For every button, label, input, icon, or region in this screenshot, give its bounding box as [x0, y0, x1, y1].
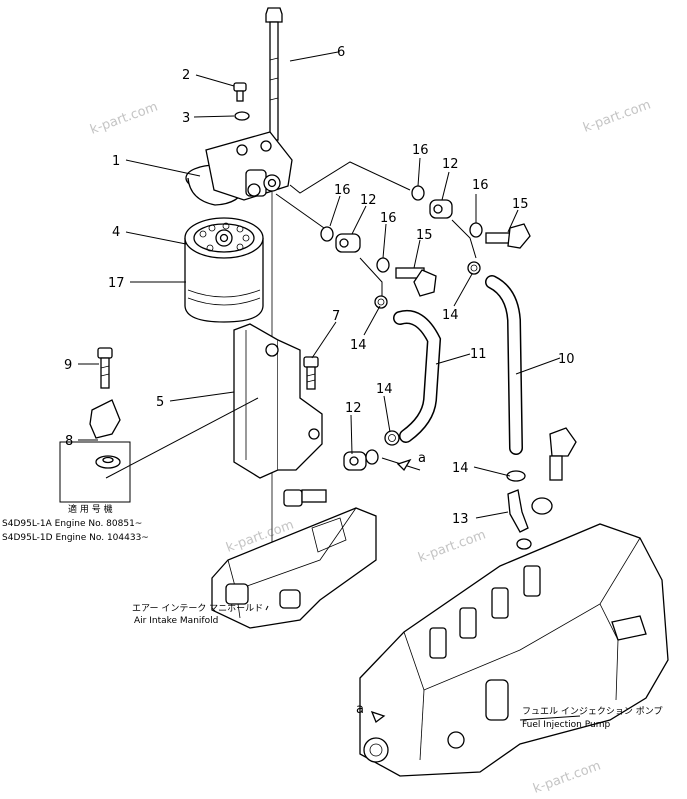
line-fitting-to-clamp-2: [451, 219, 477, 259]
watermark-4: k-part.com: [416, 527, 488, 565]
part-9-clamp: [89, 399, 121, 439]
part-16-washer-c: [376, 257, 390, 273]
callouts: 6 2 3 1 4 17 5 9 8 7 12 14 11 10 14 14 1…: [64, 45, 575, 717]
line-fitting-to-clamp: [359, 257, 383, 300]
reference-a-arrows: [370, 458, 412, 724]
callout-14b: 14: [442, 308, 459, 323]
callout-5: 5: [156, 395, 164, 410]
part-12-fitting-b: [335, 233, 361, 253]
part-12-fitting-c: [343, 449, 379, 471]
part-2-bolt: [233, 82, 247, 102]
callout-16b: 16: [334, 183, 351, 198]
air-intake-en: Air Intake Manifold: [134, 616, 218, 626]
callout-16c: 16: [380, 211, 397, 226]
part-16-washer-d: [469, 222, 483, 238]
part-9-bolt: [97, 347, 113, 389]
callout-1: 1: [112, 154, 120, 169]
bolt-lower-left: [283, 489, 327, 507]
ref-a-lower: a: [356, 702, 364, 717]
part-16-washer-a: [411, 185, 425, 201]
applicable-header: 適 用 号 機: [68, 503, 113, 515]
callout-6: 6: [337, 45, 345, 60]
fuel-pump-en: Fuel Injection Pump: [522, 720, 610, 730]
callout-12a: 12: [442, 157, 459, 172]
callout-14a: 14: [350, 338, 367, 353]
callout-7: 7: [332, 309, 340, 324]
part-13-elbow: [507, 489, 553, 550]
labels: 適 用 号 機 S4D95L-1A Engine No. 80851~ S4D9…: [2, 503, 662, 730]
callout-12c: 12: [345, 401, 362, 416]
fuel-injection-pump: [359, 523, 669, 777]
part-14-clamp-d: [506, 470, 526, 482]
ref-a-upper: a: [418, 451, 426, 466]
callout-11: 11: [470, 347, 487, 362]
callout-10: 10: [558, 352, 575, 367]
leader-lines: [78, 51, 581, 721]
part-4-17-filter-cartridge: [184, 217, 264, 323]
fuel-lines: [275, 161, 477, 471]
callout-14d: 14: [452, 461, 469, 476]
callout-15b: 15: [416, 228, 433, 243]
callout-9: 9: [64, 358, 72, 373]
part-15-bolt-a: [485, 223, 531, 249]
watermark-1: k-part.com: [88, 99, 160, 137]
line-head-to-fitting: [275, 193, 325, 229]
callout-2: 2: [182, 68, 190, 83]
part-15-bolt-b: [395, 267, 437, 297]
part-6-long-bolt: [265, 7, 283, 141]
part-10-hose: [486, 276, 522, 454]
callout-4: 4: [112, 225, 120, 240]
part-5-bracket: [233, 323, 323, 479]
callout-14c: 14: [376, 382, 393, 397]
line-head-to-washer: [289, 161, 411, 194]
watermark-2: k-part.com: [581, 97, 653, 135]
applicable-line-2: S4D95L-1D Engine No. 104433~: [2, 533, 149, 543]
callout-3: 3: [182, 111, 190, 126]
air-intake-manifold: [211, 507, 377, 629]
part-14-clamp-c: [384, 430, 400, 446]
applicable-line-1: S4D95L-1A Engine No. 80851~: [2, 519, 142, 529]
part-14-clamp-b: [467, 261, 481, 275]
part-1-filter-head: [185, 131, 293, 206]
callout-8: 8: [65, 434, 73, 449]
callout-15a: 15: [512, 197, 529, 212]
part-14-clamp-a: [374, 295, 388, 309]
part-13-bolt: [549, 427, 577, 481]
air-intake-jp: エアー インテーク マニホールド: [132, 603, 263, 614]
part-16-washer-b: [320, 226, 334, 242]
applicable-box: [59, 441, 131, 503]
callout-17: 17: [108, 276, 125, 291]
part-7-bolt: [303, 356, 319, 390]
callout-16a: 16: [412, 143, 429, 158]
watermark-5: k-part.com: [531, 758, 603, 796]
callout-16d: 16: [472, 178, 489, 193]
callout-13: 13: [452, 512, 469, 527]
part-3-washer: [234, 111, 250, 121]
part-11-hose: [394, 311, 440, 442]
fuel-pump-jp: フュエル インジェクション ポンプ: [522, 706, 662, 717]
part-12-fitting-a: [429, 199, 453, 219]
callout-12b: 12: [360, 193, 377, 208]
